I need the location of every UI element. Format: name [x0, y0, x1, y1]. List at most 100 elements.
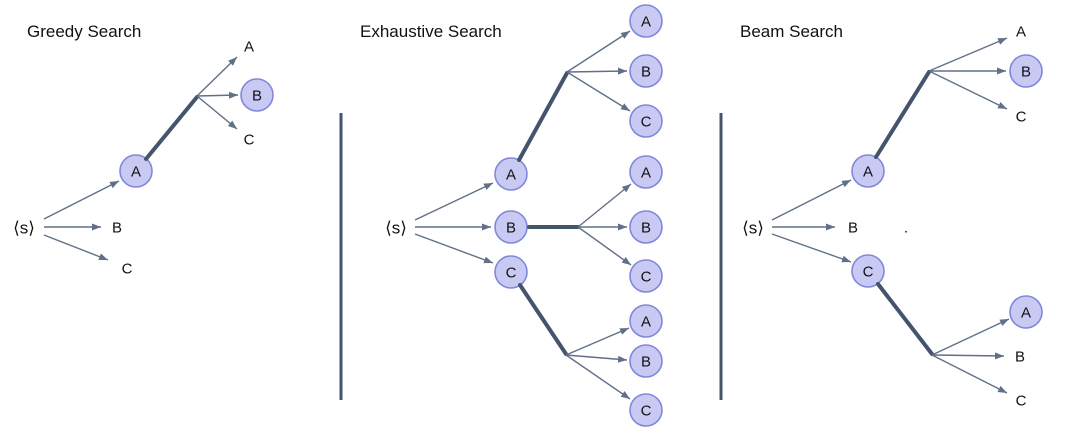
edge-root-to-C: [771, 233, 852, 263]
panel-exhaustive-search: Exhaustive Search ⟨s⟩ A B C A B: [360, 4, 663, 427]
panel-title: Beam Search: [740, 22, 843, 41]
edge-B-to-BC: [577, 226, 632, 266]
node-label: C: [863, 264, 874, 281]
node-BC-selected: C: [629, 259, 663, 293]
node-circle: [629, 4, 663, 38]
node-B-selected: B: [494, 210, 528, 244]
selected-path-line: [874, 70, 931, 159]
node-label: B: [641, 220, 651, 237]
node-label: C: [641, 403, 652, 420]
node-CB-selected: B: [629, 344, 663, 378]
root-node-label: ⟨s⟩: [385, 219, 407, 238]
node-label: A: [506, 167, 516, 184]
node-label: A: [641, 14, 651, 31]
node-C-label: C: [122, 261, 133, 278]
edge-C-to-CA: [931, 318, 1010, 356]
node-circle: [629, 393, 663, 427]
node-label: B: [506, 220, 516, 237]
node-AC-label: C: [1016, 109, 1027, 126]
edge-root-to-C: [414, 233, 494, 264]
node-label: C: [641, 269, 652, 286]
node-circle: [1009, 295, 1043, 329]
edge-A-to-AC: [566, 71, 631, 112]
node-circle: [494, 255, 528, 289]
edge-A-to-AB: [566, 67, 628, 75]
node-AA-label: A: [244, 39, 254, 56]
node-label: A: [131, 164, 141, 181]
node-AC-label: C: [244, 132, 255, 149]
selected-path-line: [144, 95, 199, 161]
selected-path-line: [876, 282, 934, 356]
edge-A-to-AA: [566, 30, 631, 73]
edge-A-to-AA: [196, 56, 238, 97]
node-circle: [240, 78, 274, 112]
node-A-selected: A: [851, 154, 885, 188]
node-circle: [629, 344, 663, 378]
edge-C-to-CB: [565, 354, 628, 363]
edge-A-to-AC: [196, 95, 238, 130]
node-CA-selected: A: [629, 304, 663, 338]
panel-title: Greedy Search: [27, 22, 141, 41]
edge-root-to-A: [414, 182, 494, 221]
node-AB-selected: B: [629, 54, 663, 88]
panel-greedy-search: Greedy Search ⟨s⟩ A B C A B C: [13, 22, 274, 278]
node-circle: [1009, 54, 1043, 88]
node-label: A: [641, 314, 651, 331]
panel-title: Exhaustive Search: [360, 22, 502, 41]
node-AB-selected: B: [1009, 54, 1043, 88]
node-circle: [629, 304, 663, 338]
node-label: A: [1021, 305, 1031, 322]
node-CC-selected: C: [629, 393, 663, 427]
panel-beam-search: Beam Search ⟨s⟩ A B . C A B C: [740, 22, 1043, 410]
node-circle: [851, 254, 885, 288]
node-label: C: [506, 265, 517, 282]
edge-C-to-CC: [931, 354, 1008, 394]
edge-root-to-A: [43, 180, 120, 220]
stray-dot: .: [904, 220, 908, 237]
node-CC-label: C: [1016, 393, 1027, 410]
node-AC-selected: C: [629, 104, 663, 138]
node-B-label: B: [848, 220, 858, 237]
edge-root-to-C: [43, 234, 109, 261]
edge-C-to-CC: [565, 354, 631, 400]
node-B-label: B: [112, 220, 122, 237]
node-circle: [629, 259, 663, 293]
node-circle: [629, 104, 663, 138]
root-node-label: ⟨s⟩: [742, 219, 764, 238]
node-BB-selected: B: [629, 210, 663, 244]
edge-B-to-BA: [577, 183, 632, 228]
node-circle: [629, 155, 663, 189]
node-circle: [119, 154, 153, 188]
node-label: B: [1021, 64, 1031, 81]
node-CB-label: B: [1015, 349, 1025, 366]
edge-root-to-A: [771, 179, 852, 221]
node-label: A: [863, 164, 873, 181]
node-label: B: [641, 64, 651, 81]
node-A-selected: A: [119, 154, 153, 188]
node-AA-selected: A: [629, 4, 663, 38]
node-label: C: [641, 114, 652, 131]
edge-A-to-AA: [928, 37, 1008, 72]
node-label: A: [641, 165, 651, 182]
edge-C-to-CB: [931, 352, 1005, 360]
edge-C-to-CA: [565, 327, 630, 356]
node-circle: [629, 54, 663, 88]
edge-A-to-AC: [928, 70, 1008, 110]
node-CA-selected: A: [1009, 295, 1043, 329]
root-node-label: ⟨s⟩: [13, 219, 35, 238]
node-A-selected: A: [494, 157, 528, 191]
node-AB-selected: B: [240, 78, 274, 112]
selected-path-line: [517, 71, 569, 162]
node-BA-selected: A: [629, 155, 663, 189]
node-label: B: [252, 88, 262, 105]
node-C-selected: C: [851, 254, 885, 288]
selected-path-line: [518, 283, 568, 356]
edge-A-to-AB: [196, 91, 239, 99]
node-circle: [629, 210, 663, 244]
node-AA-label: A: [1016, 24, 1026, 41]
node-label: B: [641, 354, 651, 371]
node-circle: [494, 157, 528, 191]
node-C-selected: C: [494, 255, 528, 289]
